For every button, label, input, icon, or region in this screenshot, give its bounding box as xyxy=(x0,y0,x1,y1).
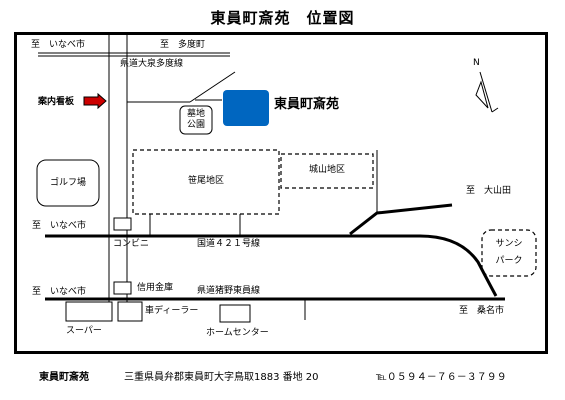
label-prefectural-road-low: 県道猪野東員線 xyxy=(197,286,261,296)
label-national-route: 国道４２１号線 xyxy=(197,239,261,249)
label-to-inabe-top: 至 いなべ市 xyxy=(31,40,86,50)
cemetery-diagonal xyxy=(189,71,236,103)
map-title: 東員町斎苑 位置図 xyxy=(210,9,355,27)
map-frame xyxy=(14,32,548,354)
sasao-district xyxy=(132,149,280,215)
label-guide-sign: 案内看板 xyxy=(38,97,75,107)
label-to-inabe-low: 至 いなべ市 xyxy=(32,287,87,297)
label-car-dealer: 車ディーラー xyxy=(145,306,199,316)
label-credit-union: 信用金庫 xyxy=(137,283,174,293)
facility-marker xyxy=(223,90,269,126)
national-route-421 xyxy=(45,234,498,297)
label-shiroyama: 城山地区 xyxy=(308,165,345,175)
convenience-store xyxy=(113,217,132,231)
shiroyama-district xyxy=(280,153,374,189)
label-to-kuwana: 至 桑名市 xyxy=(459,306,505,316)
label-to-oyamada: 至 大山田 xyxy=(466,186,512,196)
sunshine-park xyxy=(481,229,537,277)
label-sunshine-2: パーク xyxy=(495,256,523,266)
compass-north-label: N xyxy=(473,58,480,68)
label-home-center: ホームセンター xyxy=(206,328,269,338)
compass-line xyxy=(479,71,493,113)
guide-sign-arrow xyxy=(83,92,107,110)
home-center xyxy=(219,304,251,323)
cemetery-park xyxy=(179,105,213,135)
label-to-inabe-mid: 至 いなべ市 xyxy=(32,221,87,231)
supermarket xyxy=(65,301,113,322)
label-cemetery-park-2: 公園 xyxy=(186,120,205,130)
label-sasao: 笹尾地区 xyxy=(187,176,224,186)
golf-course xyxy=(36,159,100,207)
credit-union xyxy=(113,281,132,295)
footer-address: 三重県員弁郡東員町大字鳥取1883 番地 20 xyxy=(124,372,319,383)
road-to-oyamada xyxy=(349,203,453,236)
footer-facility-name: 東員町斎苑 xyxy=(39,372,89,383)
car-dealer xyxy=(117,301,143,322)
compass-needle xyxy=(475,80,489,109)
label-cemetery-park-1: 墓地 xyxy=(186,109,205,119)
label-prefectural-road-top: 県道大泉多度線 xyxy=(120,59,184,69)
label-golf: ゴルフ場 xyxy=(49,178,86,188)
label-facility: 東員町斎苑 xyxy=(274,97,340,112)
label-to-tado: 至 多度町 xyxy=(160,40,206,50)
footer-phone: ℡０５９４－７６－３７９９ xyxy=(376,372,507,383)
footer: 東員町斎苑 三重県員弁郡東員町大字鳥取1883 番地 20 ℡０５９４－７６－３… xyxy=(0,368,565,386)
label-convenience: コンビニ xyxy=(113,239,150,249)
label-supermarket: スーパー xyxy=(66,326,102,336)
label-sunshine-1: サンシ xyxy=(495,239,523,249)
